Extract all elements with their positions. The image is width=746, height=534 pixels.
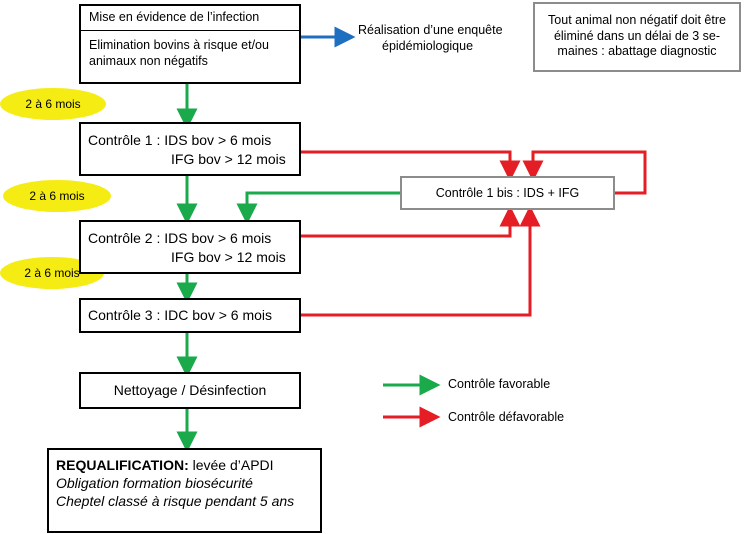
requalification-box: REQUALIFICATION: levée d’APDI Obligation… xyxy=(47,448,322,533)
interval-badge-1: 2 à 6 mois xyxy=(0,88,106,120)
infection-box: Mise en évidence de l’infection Eliminat… xyxy=(79,4,301,84)
note-line3: maines : abattage diagnostic xyxy=(557,44,717,58)
nettoyage-label: Nettoyage / Désinfection xyxy=(113,382,267,398)
nettoyage-box: Nettoyage / Désinfection xyxy=(79,372,301,409)
controle1-line1: Contrôle 1 : IDS bov > 6 mois xyxy=(88,132,272,148)
enquete-line2: épidémiologique xyxy=(382,39,474,53)
infection-title: Mise en évidence de l’infection xyxy=(89,10,260,24)
red-arrow-c1 xyxy=(301,150,521,182)
controle2-line2: IFG bov > 12 mois xyxy=(171,249,286,265)
interval-badge-2: 2 à 6 mois xyxy=(3,180,111,212)
controle1-line2: IFG bov > 12 mois xyxy=(171,151,286,167)
controle1bis-label: Contrôle 1 bis : IDS + IFG xyxy=(435,186,580,200)
requalification-line3: Cheptel classé à risque pendant 5 ans xyxy=(56,493,295,509)
note-line2: éliminé dans un délai de 3 se- xyxy=(553,28,721,43)
green-arrow-bis xyxy=(236,191,400,225)
requalification-line1: REQUALIFICATION: levée d’APDI xyxy=(56,456,320,474)
legend-favorable-label: Contrôle favorable xyxy=(448,377,551,391)
red-arrow-loop xyxy=(522,150,647,195)
requalification-apdi: levée d’APDI xyxy=(188,457,274,473)
red-arrow-c3 xyxy=(301,205,541,317)
requalification-heading: REQUALIFICATION: xyxy=(56,457,189,473)
legend-defavorable-label: Contrôle défavorable xyxy=(448,410,565,424)
controle2-line1: Contrôle 2 : IDS bov > 6 mois xyxy=(88,230,272,246)
red-arrow-c2 xyxy=(301,205,521,238)
elimination-line1: Elimination bovins à risque et/ou xyxy=(89,38,269,52)
controle2-box: Contrôle 2 : IDS bov > 6 mois IFG bov > … xyxy=(79,220,301,274)
infection-box-divider xyxy=(81,30,299,31)
controle1-box: Contrôle 1 : IDS bov > 6 mois IFG bov > … xyxy=(79,122,301,176)
requalification-line2: Obligation formation biosécurité xyxy=(56,475,253,491)
elimination-line2: animaux non négatifs xyxy=(89,54,208,68)
enquete-line1: Réalisation d’une enquête xyxy=(358,23,503,37)
controle3-label: Contrôle 3 : IDC bov > 6 mois xyxy=(88,307,273,323)
controle3-box: Contrôle 3 : IDC bov > 6 mois xyxy=(79,298,301,333)
note-box: Tout animal non négatif doit être élimin… xyxy=(533,2,741,72)
controle1bis-box: Contrôle 1 bis : IDS + IFG xyxy=(400,176,615,210)
note-line1: Tout animal non négatif doit être xyxy=(548,13,726,27)
